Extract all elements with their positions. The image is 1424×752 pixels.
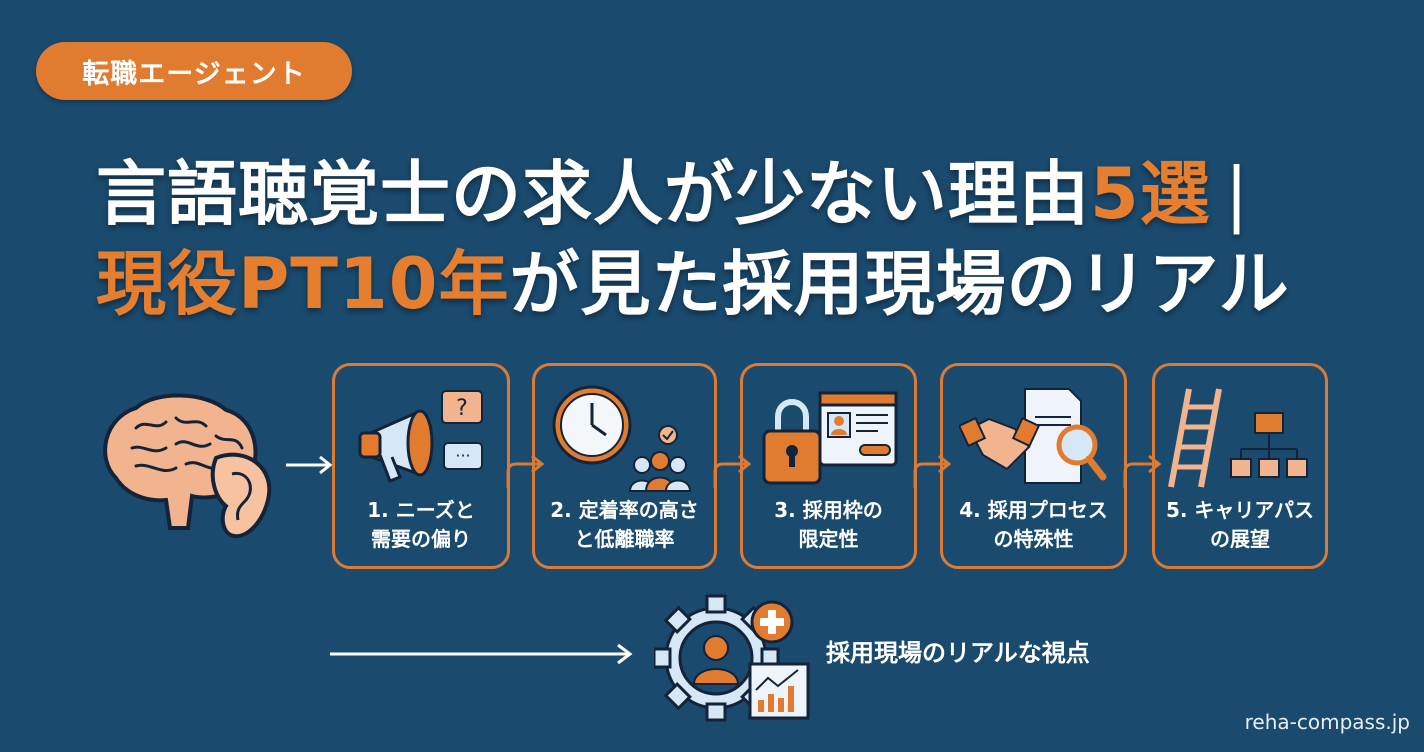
svg-text:?: ? bbox=[456, 396, 468, 421]
title-text-white: 言語聴覚士の求人が少ない理由 bbox=[96, 153, 1090, 235]
step-label-line-1: 5. キャリアパス bbox=[1165, 498, 1315, 522]
step-label-line-1: 4. 採用プロセス bbox=[959, 498, 1108, 522]
svg-text:···: ··· bbox=[455, 446, 470, 465]
brain-ear-icon bbox=[103, 393, 272, 539]
step-card-2: 2. 定着率の高さ と低離職率 bbox=[532, 363, 717, 569]
long-arrow-right-icon bbox=[330, 643, 633, 665]
connector-arrow-icon bbox=[1123, 454, 1162, 488]
step-label-line-2: の展望 bbox=[1210, 527, 1270, 551]
connector-arrow-icon bbox=[713, 454, 752, 488]
conclusion-label: 採用現場のリアルな視点 bbox=[826, 639, 1090, 667]
step-label-line-1: 2. 定着率の高さ bbox=[550, 498, 699, 522]
title-text-orange: 現役PT10年 bbox=[96, 243, 510, 325]
title-text-orange: 5選 bbox=[1090, 153, 1211, 235]
step-label-line-2: と低離職率 bbox=[574, 527, 675, 551]
step-label-line-2: 限定性 bbox=[798, 527, 859, 551]
gear-person-chart-icon bbox=[654, 594, 810, 722]
step-label-line-2: の特殊性 bbox=[993, 527, 1074, 551]
title-separator: | bbox=[1224, 153, 1250, 235]
connector-arrow-icon bbox=[913, 454, 952, 488]
step-label-line-1: 1. ニーズと bbox=[367, 498, 475, 522]
step-label-line-2: 需要の偏り bbox=[371, 527, 471, 551]
megaphone-icon: ? ··· bbox=[358, 390, 483, 483]
category-badge: 転職エージェント bbox=[36, 42, 352, 100]
handshake-document-icon bbox=[958, 388, 1106, 484]
step-card-3: 3. 採用枠の 限定性 bbox=[740, 363, 917, 569]
step-card-1: ? ··· 1. ニーズと 需要の偏り bbox=[332, 363, 510, 569]
site-url: reha-compass.jp bbox=[1244, 710, 1410, 734]
step-card-4: 4. 採用プロセス の特殊性 bbox=[940, 363, 1127, 569]
title-line-1: 言語聴覚士の求人が少ない理由5選| bbox=[96, 138, 1249, 239]
lock-profile-icon bbox=[762, 391, 897, 485]
title-line-2: 現役PT10年が見た採用現場のリアル bbox=[96, 228, 1290, 329]
step-label-line-1: 3. 採用枠の bbox=[774, 498, 883, 522]
arrow-right-icon bbox=[286, 455, 333, 475]
step-card-5: 5. キャリアパス の展望 bbox=[1152, 363, 1328, 569]
ladder-orgchart-icon bbox=[1168, 388, 1308, 488]
connector-arrow-icon bbox=[506, 454, 545, 488]
clock-team-icon bbox=[552, 385, 691, 492]
title-text-white: が見た採用現場のリアル bbox=[509, 243, 1290, 325]
